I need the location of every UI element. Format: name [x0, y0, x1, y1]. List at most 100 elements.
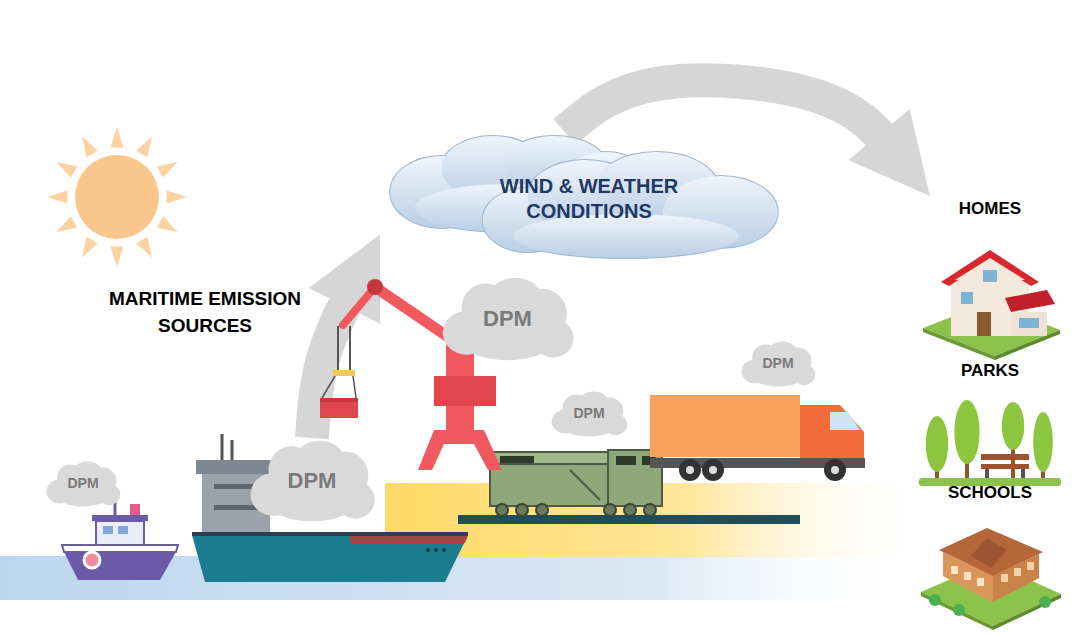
icon-part [923, 250, 1060, 360]
tugboat-part [118, 526, 128, 534]
locomotive-part [616, 456, 636, 465]
pollutant-label: DPM [483, 305, 532, 333]
crane-part [333, 370, 355, 376]
icon-part [977, 578, 984, 586]
locomotive-part [496, 504, 508, 516]
icon-part [919, 400, 1061, 486]
sun [47, 127, 187, 267]
crane-part [320, 398, 358, 418]
icon-part [1021, 469, 1025, 478]
icon-part [1001, 574, 1008, 582]
icon-part [954, 400, 979, 464]
icon-part [971, 538, 1007, 568]
pollutant-label: DPM [573, 405, 604, 423]
cargo-ship-part [214, 484, 258, 489]
receptor-label: SCHOOLS [944, 482, 1036, 503]
cloud-part [742, 342, 816, 387]
sun-part [47, 191, 67, 204]
sun-part [56, 162, 77, 178]
pollutant-label: DPM [288, 467, 337, 495]
tugboat-part [84, 552, 100, 568]
locomotive-part [490, 462, 610, 506]
truck-part [650, 395, 800, 457]
tugboat-part [103, 526, 113, 534]
icon-part [921, 528, 1061, 630]
sun-part [82, 237, 98, 258]
icon-part [921, 528, 1061, 630]
sun-part [75, 155, 159, 239]
receptor-homes: HOMES [915, 196, 1065, 336]
icon-part [926, 416, 948, 472]
tugboat-part [96, 521, 144, 546]
truck-part [824, 459, 846, 481]
icon-part [923, 250, 1060, 360]
cargo-ship-part [350, 535, 468, 543]
cargo-ship-part [196, 460, 276, 474]
crane-part [367, 279, 383, 295]
pollutant-label: DPM [67, 475, 98, 493]
icon-part [951, 566, 958, 574]
cargo-ship-part [192, 532, 468, 536]
sun-part [136, 136, 152, 157]
icon-part [964, 572, 971, 580]
icon-part [985, 469, 989, 478]
pollutant-label: DPM [762, 355, 793, 373]
cloud-part [47, 462, 121, 507]
tugboat-part [62, 545, 178, 552]
icon-part [921, 592, 993, 630]
sun-part [111, 127, 124, 147]
cargo-ship [192, 434, 468, 582]
truck-part [709, 466, 717, 474]
truck-part [831, 466, 839, 474]
truck-part [830, 412, 860, 430]
cargo-ship-part [426, 548, 430, 552]
icon-part [1011, 312, 1047, 336]
sun-part [56, 216, 77, 232]
truck-part [702, 459, 724, 481]
crane-part [320, 398, 358, 402]
emission-cloud: DPM [45, 460, 121, 508]
receptor-parks: PARKS [915, 358, 1065, 468]
cargo-ship-part [214, 505, 258, 510]
locomotive-part [604, 504, 616, 516]
icon-part [981, 464, 1029, 469]
dispersion-arrow [565, 80, 892, 150]
icon-part [953, 604, 965, 616]
icon-part [1005, 290, 1055, 312]
truck [650, 395, 865, 481]
crane-part [337, 326, 339, 372]
sun-part [82, 136, 98, 157]
sun-part [157, 162, 178, 178]
cloud-part [483, 152, 778, 258]
icon-part [1039, 596, 1051, 608]
cloud-part [552, 392, 628, 437]
icon-part [941, 250, 1039, 286]
crane-part [418, 430, 502, 470]
truck-part [679, 459, 701, 481]
icon-part [981, 454, 1029, 460]
cloud-part [443, 278, 574, 361]
section-label: MARITIME EMISSION SOURCES [80, 286, 330, 339]
locomotive-part [536, 504, 548, 516]
emission-cloud: DPM [440, 275, 575, 363]
icon-part [993, 594, 1061, 630]
sun-part [111, 247, 124, 267]
sun-part [157, 216, 178, 232]
weather-cloud: WIND & WEATHER CONDITIONS [380, 132, 790, 260]
icon-part [1014, 568, 1021, 576]
cargo-ship-part [231, 440, 234, 460]
icon-part [977, 312, 991, 336]
locomotive-part [490, 452, 610, 464]
receptor-label: HOMES [955, 198, 1025, 219]
sun-part [167, 191, 187, 204]
cargo-ship-part [434, 548, 438, 552]
locomotive-part [624, 504, 636, 516]
icon-part [939, 528, 1043, 576]
emission-cloud: DPM [550, 390, 628, 438]
icon-part [1019, 318, 1039, 328]
cargo-ship-part [192, 535, 468, 582]
cargo-ship-part [442, 548, 446, 552]
emission-cloud: DPM [248, 438, 376, 524]
cargo-ship-part [221, 434, 224, 460]
